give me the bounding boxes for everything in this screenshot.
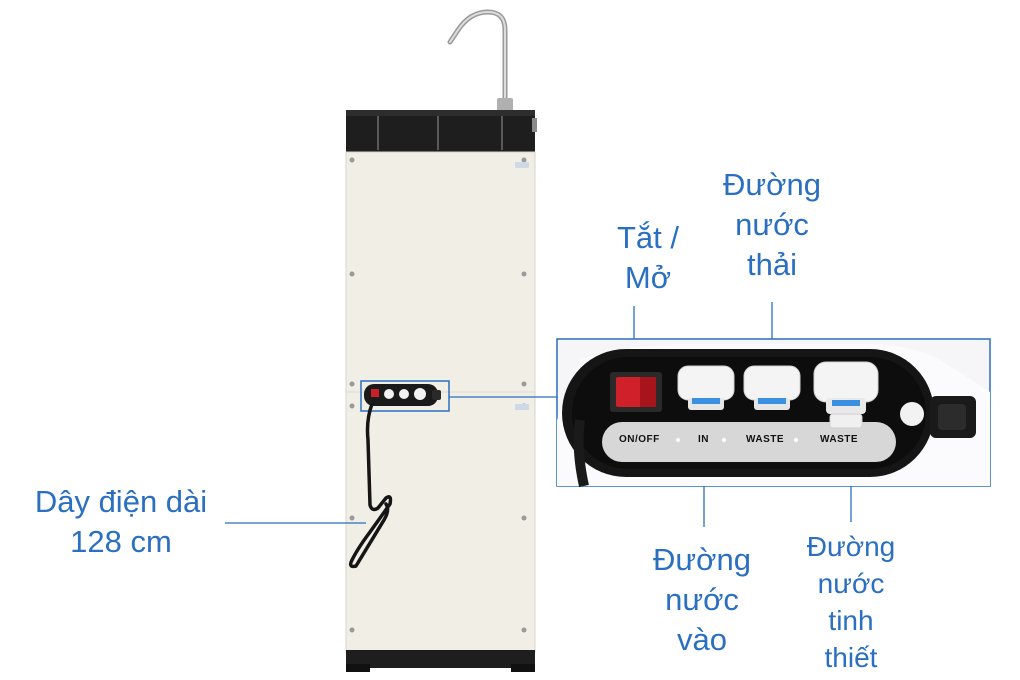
power-cord	[348, 402, 393, 569]
cabinet-top	[346, 110, 537, 152]
marking-onoff: ON/OFF	[619, 434, 660, 445]
marking-in: IN	[698, 434, 709, 445]
label-waste-water: Đường nước thải	[723, 167, 821, 282]
marking-waste-1: WASTE	[746, 434, 785, 445]
faucet	[447, 9, 513, 115]
marking-waste-2: WASTE	[820, 434, 859, 445]
connector-panel-small	[364, 384, 441, 406]
waste-fitting	[743, 365, 801, 410]
purified-fitting	[813, 361, 879, 429]
highlight-box	[360, 380, 450, 412]
label-purified-water: Đường nước tinh thiết	[806, 531, 896, 673]
zoom-inset	[556, 338, 991, 488]
label-power-cord: Dây điện dài 128 cm	[34, 484, 208, 559]
label-inlet-water: Đường nước vào	[653, 542, 751, 657]
inlet-fitting	[677, 365, 735, 410]
label-power-switch: Tắt / Mở	[616, 220, 679, 295]
cabinet-base	[346, 650, 535, 672]
